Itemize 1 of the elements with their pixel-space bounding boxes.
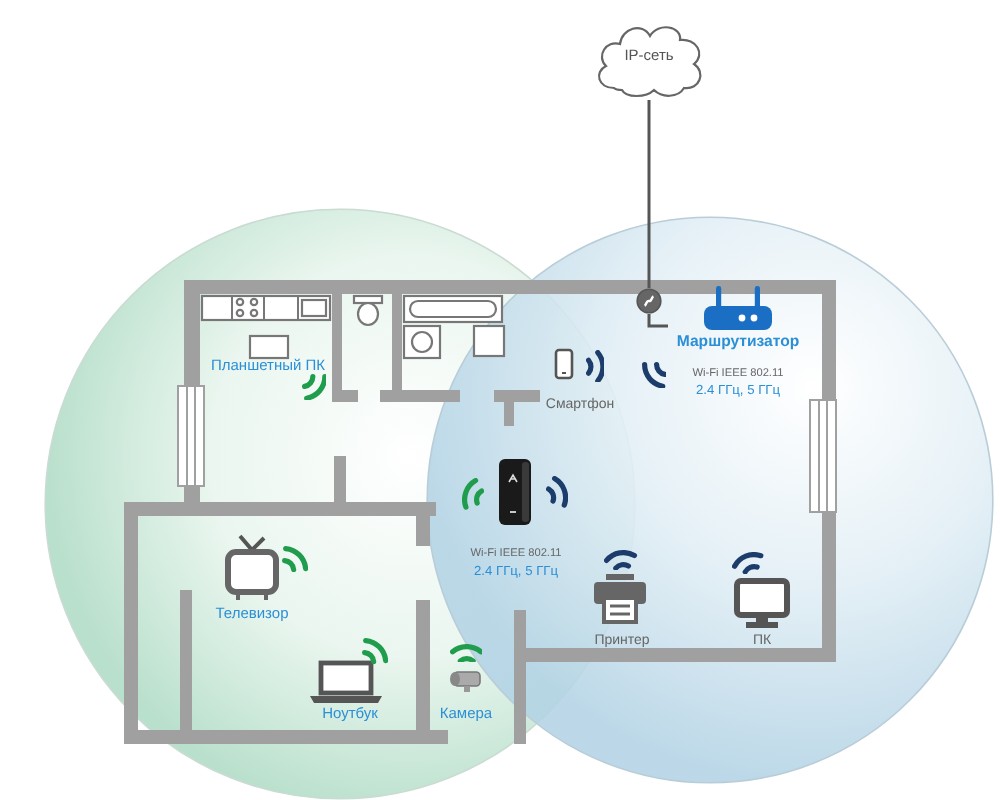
connection-line: [647, 100, 651, 288]
